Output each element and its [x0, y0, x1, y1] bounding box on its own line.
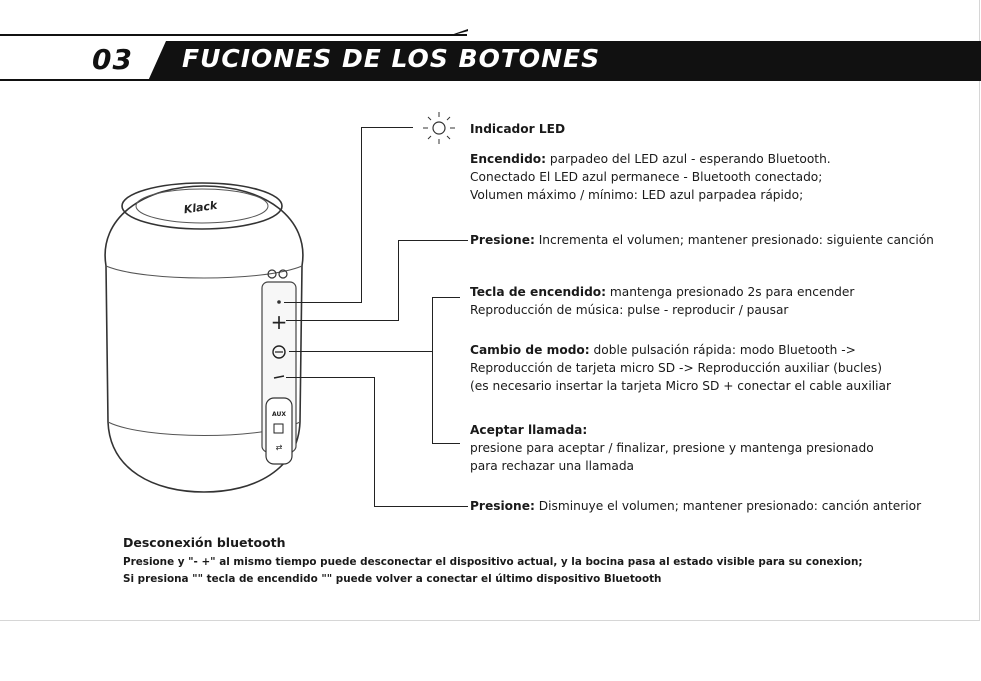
aux-label: AUX [272, 411, 286, 418]
power-button-icon [272, 345, 286, 359]
volume-up-desc: Presione: Incrementa el volumen; mantene… [470, 231, 934, 249]
disconnect-line-2: Si presiona "" tecla de encendido "" pue… [123, 573, 662, 585]
section-title: FUCIONES DE LOS BOTONES [182, 44, 601, 73]
leader-led-h2 [284, 302, 362, 303]
leader-led-h1 [361, 127, 413, 128]
led-line-3: Volumen máximo / mínimo: LED azul parpad… [470, 188, 804, 202]
lanyard-hole-left [267, 269, 277, 279]
leader-bracket-v [432, 297, 433, 443]
volume-down-desc: Presione: Disminuye el volumen; mantener… [470, 497, 921, 515]
sd-card-icon [273, 423, 284, 434]
accept-call-line-2: para rechazar una llamada [470, 459, 635, 473]
section-number-underline [0, 79, 150, 81]
leader-bracket-bottom [432, 443, 460, 444]
mode-change-line-3: (es necesario insertar la tarjeta Micro … [470, 379, 891, 393]
led-dot-icon [277, 300, 281, 304]
port-cover [265, 397, 293, 465]
speaker-brand-logo: Klack [183, 199, 219, 217]
leader-led-v [361, 127, 362, 302]
led-indicator-icon [423, 112, 455, 144]
leader-volume-down-h2 [374, 506, 468, 507]
led-line-1: Encendido: parpadeo del LED azul - esper… [470, 150, 831, 168]
accept-call-line-1: presione para aceptar / finalizar, presi… [470, 441, 874, 455]
header-rule-slant [448, 29, 468, 36]
speaker-illustration: Klack + AUX ⇄ [104, 182, 304, 493]
disconnect-line-1: Presione y "- +" al mismo tiempo puede d… [123, 556, 863, 568]
mode-change-line-2: Reproducción de tarjeta micro SD -> Repr… [470, 361, 883, 375]
power-key-line-2: Reproducción de música: pulse - reproduc… [470, 303, 789, 317]
section-number: 03 [92, 43, 133, 76]
speaker-top-inner [135, 188, 269, 224]
leader-volume-down-v [374, 377, 375, 506]
usb-icon: ⇄ [276, 443, 283, 452]
minus-button-icon [273, 375, 285, 379]
volume-up-text: Incrementa el volumen; mantener presiona… [534, 233, 934, 247]
volume-up-label: Presione: [470, 233, 535, 247]
accept-call-title: Aceptar llamada: [470, 423, 588, 437]
disconnect-title: Desconexión bluetooth [123, 535, 286, 550]
mode-change-line-1: Cambio de modo: doble pulsación rápida: … [470, 341, 856, 359]
header-rule [0, 34, 467, 36]
leader-volume-up-h2 [286, 320, 399, 321]
speaker-band-top [105, 265, 303, 279]
title-bar [148, 41, 981, 81]
power-key-text: mantenga presionado 2s para encender [606, 285, 855, 299]
volume-down-label: Presione: [470, 499, 535, 513]
power-key-line-1: Tecla de encendido: mantenga presionado … [470, 283, 854, 301]
led-title-text: Indicador LED [470, 122, 566, 136]
volume-down-text: Disminuye el volumen; mantener presionad… [534, 499, 922, 513]
plus-button-icon: + [271, 310, 288, 334]
led-line-2: Conectado El LED azul permanece - Blueto… [470, 170, 823, 184]
mode-change-label: Cambio de modo: [470, 343, 590, 357]
mode-change-text: doble pulsación rápida: modo Bluetooth -… [589, 343, 856, 357]
leader-power-h [289, 351, 433, 352]
page-frame [0, 0, 980, 621]
power-key-label: Tecla de encendido: [470, 285, 607, 299]
leader-volume-down-h1 [286, 377, 375, 378]
led-line-1-label: Encendido: [470, 152, 547, 166]
lanyard-hole-right [278, 269, 288, 279]
speaker-top-rim [121, 182, 283, 230]
leader-volume-up-v [398, 240, 399, 320]
led-line-1-text: parpadeo del LED azul - esperando Blueto… [546, 152, 831, 166]
leader-volume-up-h1 [398, 240, 468, 241]
led-title: Indicador LED [470, 120, 565, 138]
leader-bracket-top [432, 297, 460, 298]
